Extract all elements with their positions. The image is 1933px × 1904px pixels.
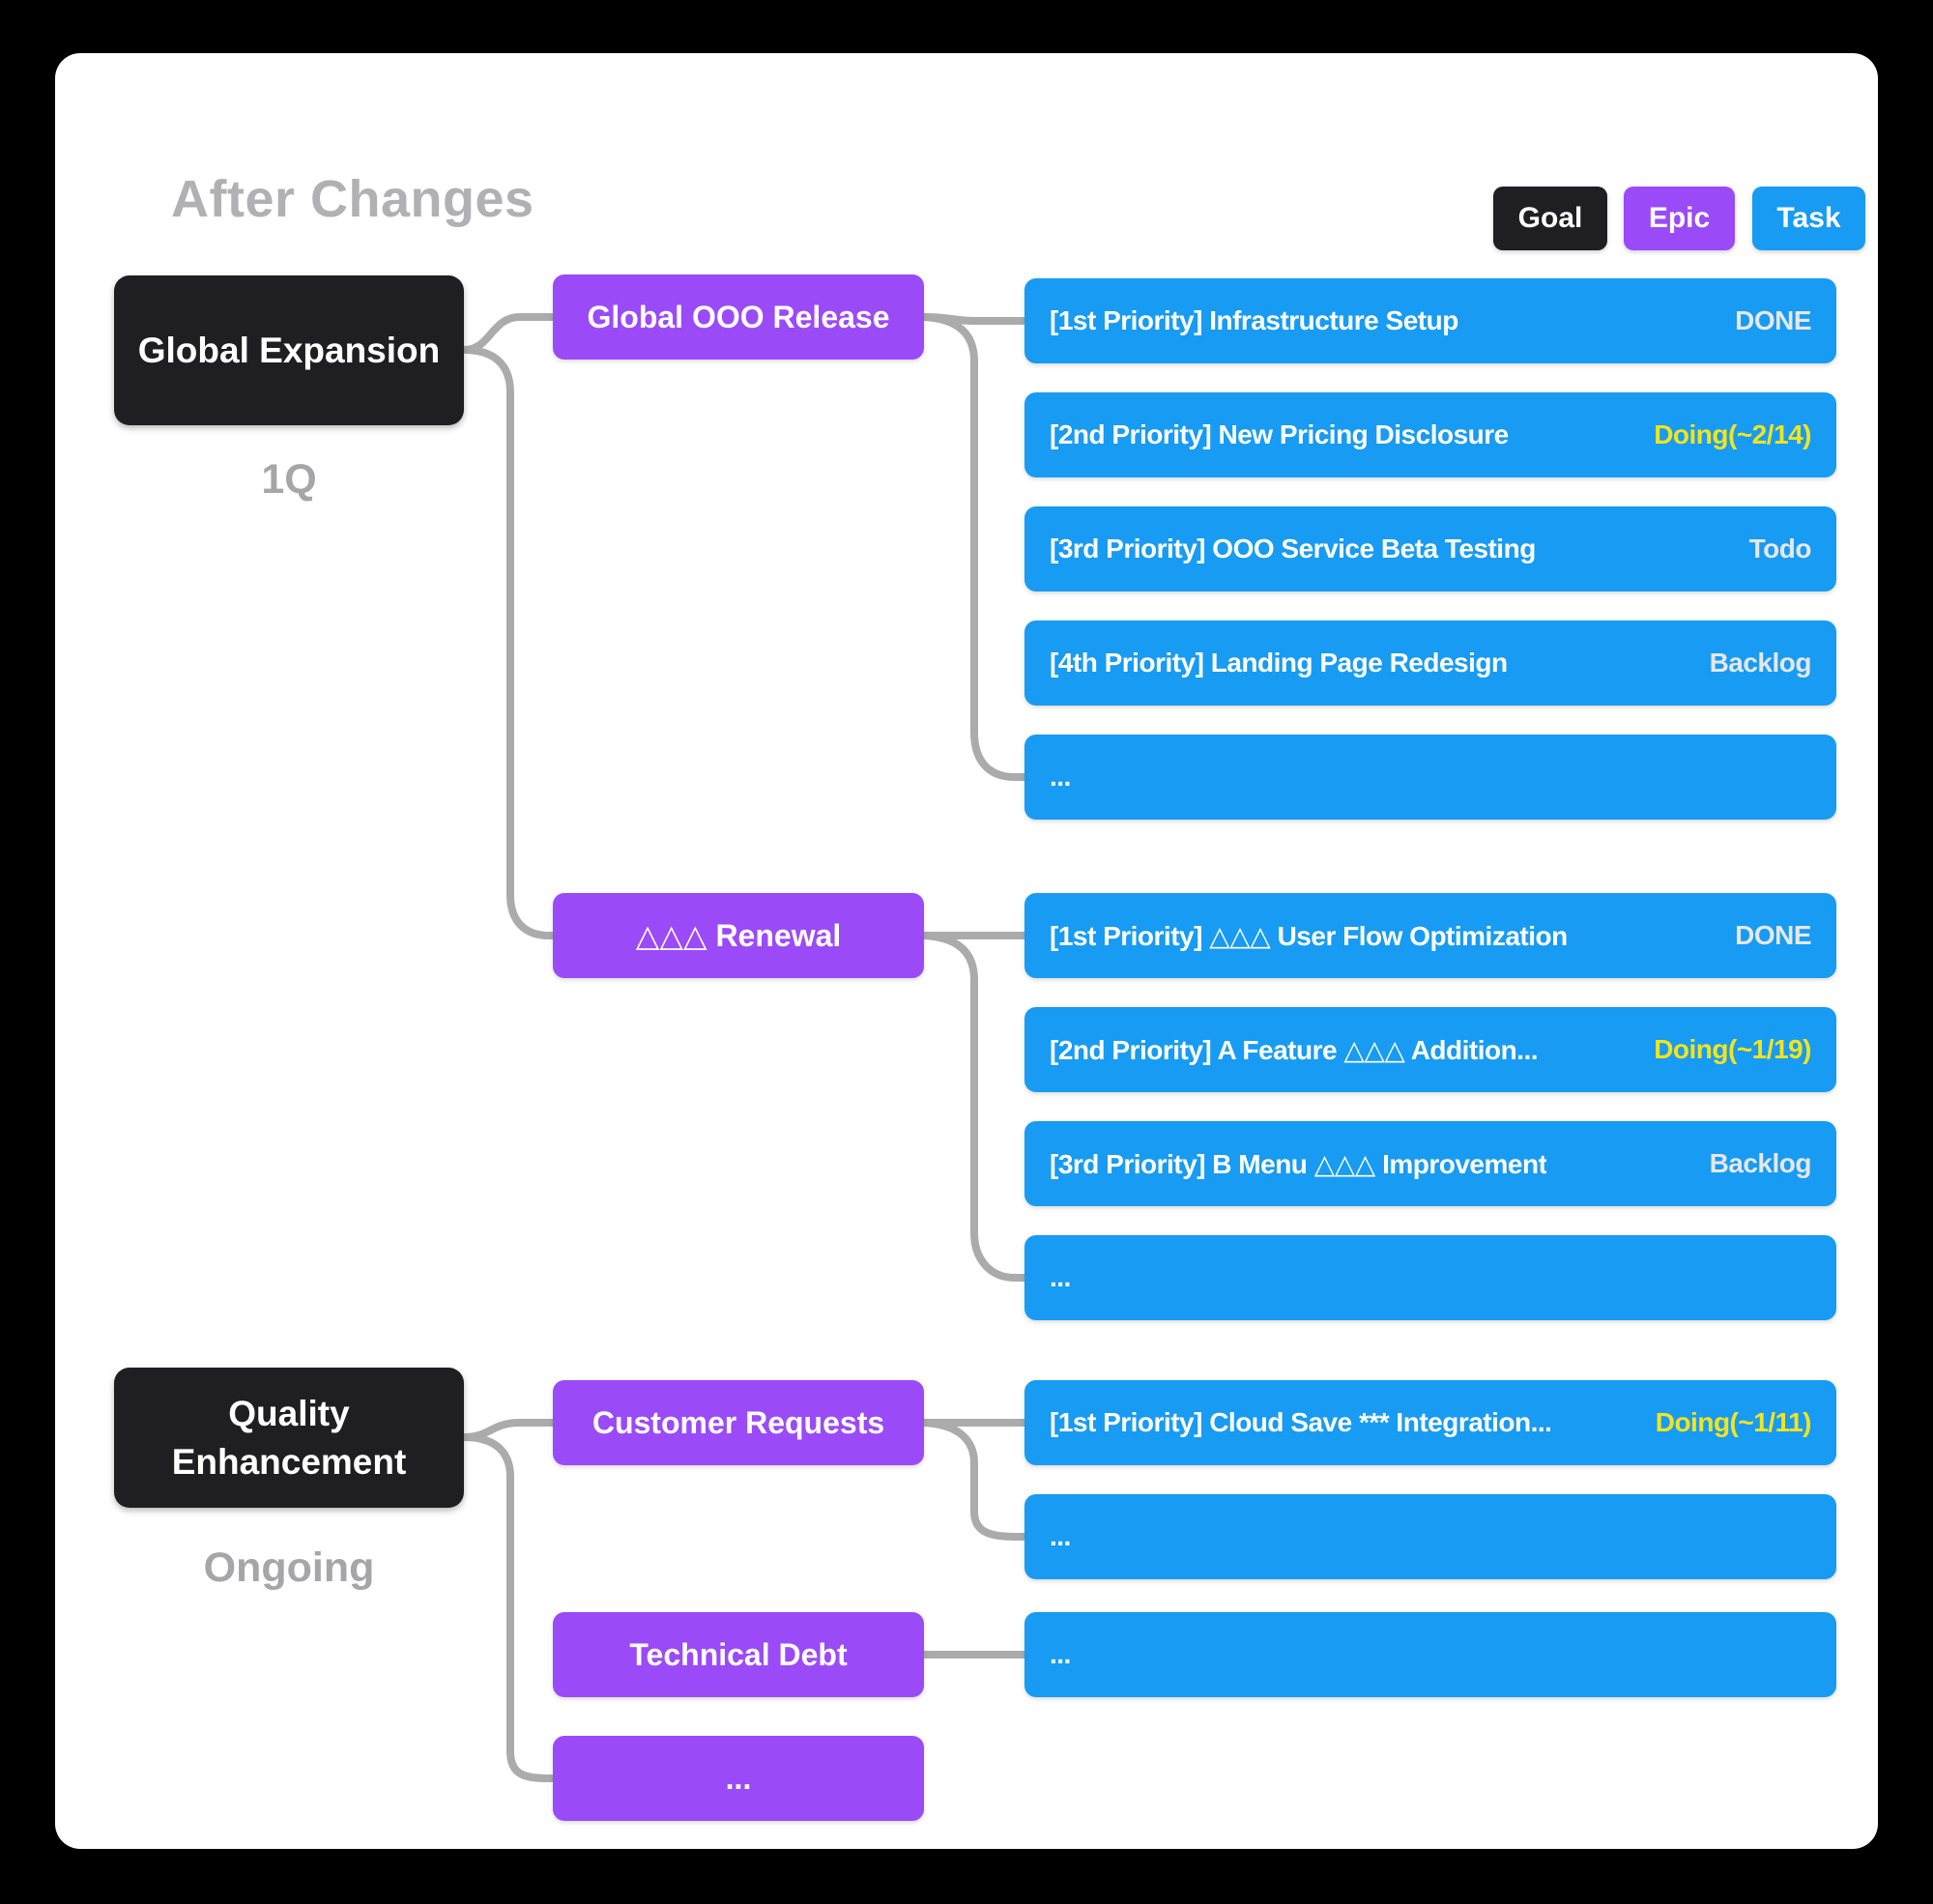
task-node-user-flow-optimization: [1st Priority] △△△ User Flow Optimizatio…: [1024, 893, 1836, 978]
legend-goal: Goal: [1493, 187, 1607, 250]
goal-node-quality-enhancement: Quality Enhancement: [114, 1368, 464, 1508]
epic-label: ...: [725, 1760, 752, 1796]
epic-label: Global OOO Release: [587, 299, 890, 334]
task-node-more: ...: [1024, 1235, 1836, 1320]
task-node-infrastructure-setup: [1st Priority] Infrastructure Setup DONE: [1024, 278, 1836, 363]
task-status: DONE: [1735, 305, 1811, 335]
task-label: [2nd Priority] A Feature △△△ Addition...: [1050, 1034, 1539, 1065]
task-status: Backlog: [1709, 648, 1812, 678]
legend-task: Task: [1752, 187, 1865, 250]
epic-label: Customer Requests: [591, 1404, 885, 1440]
goal-timeframe: 1Q: [261, 456, 317, 503]
task-label: [1st Priority] △△△ User Flow Optimizatio…: [1050, 920, 1568, 951]
epic-node-more: ...: [553, 1736, 924, 1821]
task-status: Doing(~1/11): [1655, 1407, 1812, 1437]
task-status: Todo: [1748, 534, 1812, 563]
epic-node-global-ooo-release: Global OOO Release: [553, 274, 924, 360]
task-label: [2nd Priority] New Pricing Disclosure: [1050, 419, 1509, 449]
epic-node-customer-requests: Customer Requests: [553, 1380, 924, 1465]
task-label: [3rd Priority] OOO Service Beta Testing: [1050, 534, 1536, 563]
task-status: Doing(~1/19): [1654, 1034, 1811, 1064]
task-node-a-feature-addition: [2nd Priority] A Feature △△△ Addition...…: [1024, 1007, 1836, 1092]
task-label: ...: [1050, 1262, 1071, 1292]
task-label: [1st Priority] Infrastructure Setup: [1050, 305, 1458, 335]
goal-node-global-expansion: Global Expansion: [114, 275, 464, 425]
task-status: DONE: [1735, 920, 1811, 950]
task-node-new-pricing-disclosure: [2nd Priority] New Pricing Disclosure Do…: [1024, 392, 1836, 477]
goal-label: Global Expansion: [137, 330, 441, 370]
epic-node-technical-debt: Technical Debt: [553, 1612, 924, 1697]
epic-label: △△△ Renewal: [635, 918, 842, 953]
task-status: Backlog: [1709, 1148, 1812, 1178]
task-node-more: ...: [1024, 1494, 1836, 1579]
task-label: ...: [1050, 762, 1071, 792]
legend-epic: Epic: [1624, 187, 1735, 250]
epic-label: Technical Debt: [629, 1636, 848, 1672]
task-label: ...: [1050, 1521, 1071, 1551]
task-label: [1st Priority] Cloud Save *** Integratio…: [1050, 1407, 1552, 1437]
goal-label: Quality Enhancement: [171, 1393, 407, 1482]
task-node-more: ...: [1024, 1612, 1836, 1697]
task-node-b-menu-improvement: [3rd Priority] B Menu △△△ Improvement Ba…: [1024, 1121, 1836, 1206]
task-label: [4th Priority] Landing Page Redesign: [1050, 648, 1508, 678]
task-status: Doing(~2/14): [1654, 419, 1811, 449]
goal-timeframe: Ongoing: [203, 1544, 375, 1591]
task-label: [3rd Priority] B Menu △△△ Improvement: [1050, 1148, 1547, 1179]
task-node-cloud-save-integration: [1st Priority] Cloud Save *** Integratio…: [1024, 1380, 1836, 1465]
epic-node-renewal: △△△ Renewal: [553, 893, 924, 978]
page-title: After Changes: [171, 170, 534, 228]
task-node-more: ...: [1024, 735, 1836, 820]
task-label: ...: [1050, 1639, 1071, 1669]
task-node-landing-page-redesign: [4th Priority] Landing Page Redesign Bac…: [1024, 620, 1836, 706]
task-node-ooo-service-beta-testing: [3rd Priority] OOO Service Beta Testing …: [1024, 506, 1836, 591]
